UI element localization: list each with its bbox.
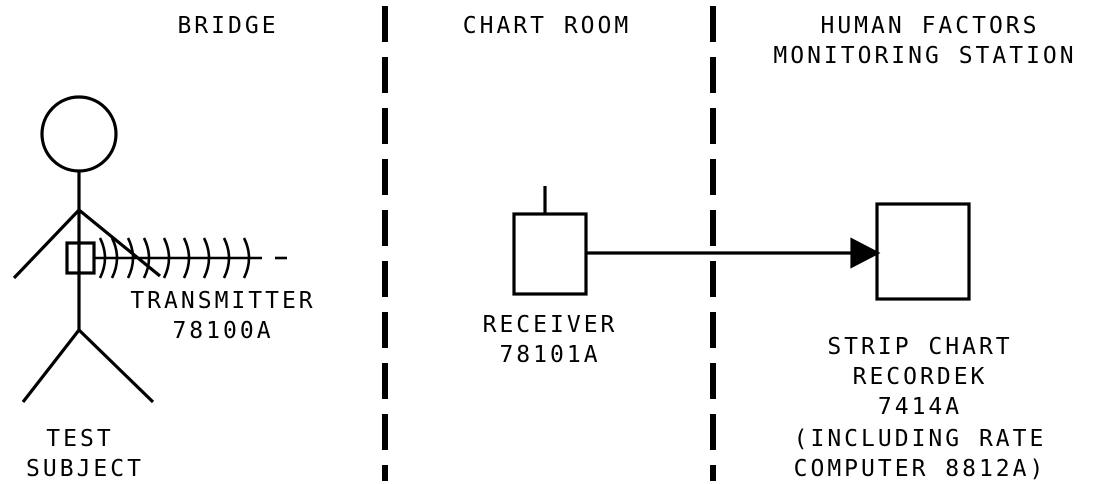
receiver-box [514, 214, 586, 294]
zone-title-monitoring-line1: HUMAN FACTORS [780, 11, 1080, 41]
arrow-head-icon [852, 240, 877, 266]
zone-title-bridge: BRIDGE [168, 11, 288, 41]
recorder-label-line1: STRIP CHART [800, 332, 1040, 362]
recorder-label-line3: 7414A [800, 392, 1040, 422]
subject-left-leg [23, 330, 79, 402]
transmitter-label: TRANSMITTER [118, 286, 328, 316]
receiver-label: RECEIVER [470, 310, 630, 340]
recorder-label-line2: RECORDEK [800, 362, 1040, 392]
subject-right-leg [79, 330, 153, 402]
zone-title-chart-room: CHART ROOM [447, 11, 647, 41]
receiver-model: 78101A [470, 340, 630, 370]
subject-label-line1: TEST [30, 424, 130, 454]
subject-head [42, 97, 116, 171]
subject-label-line2: SUBJECT [10, 454, 160, 484]
transmitter-model: 78100A [148, 316, 298, 346]
recorder-box [877, 204, 969, 299]
recorder-label-line4: (INCLUDING RATE [760, 424, 1080, 454]
test-subject-figure [14, 97, 160, 402]
recorder-label-line5: COMPUTER 8812A) [760, 454, 1080, 484]
zone-title-monitoring-line2: MONITORING STATION [755, 41, 1095, 71]
